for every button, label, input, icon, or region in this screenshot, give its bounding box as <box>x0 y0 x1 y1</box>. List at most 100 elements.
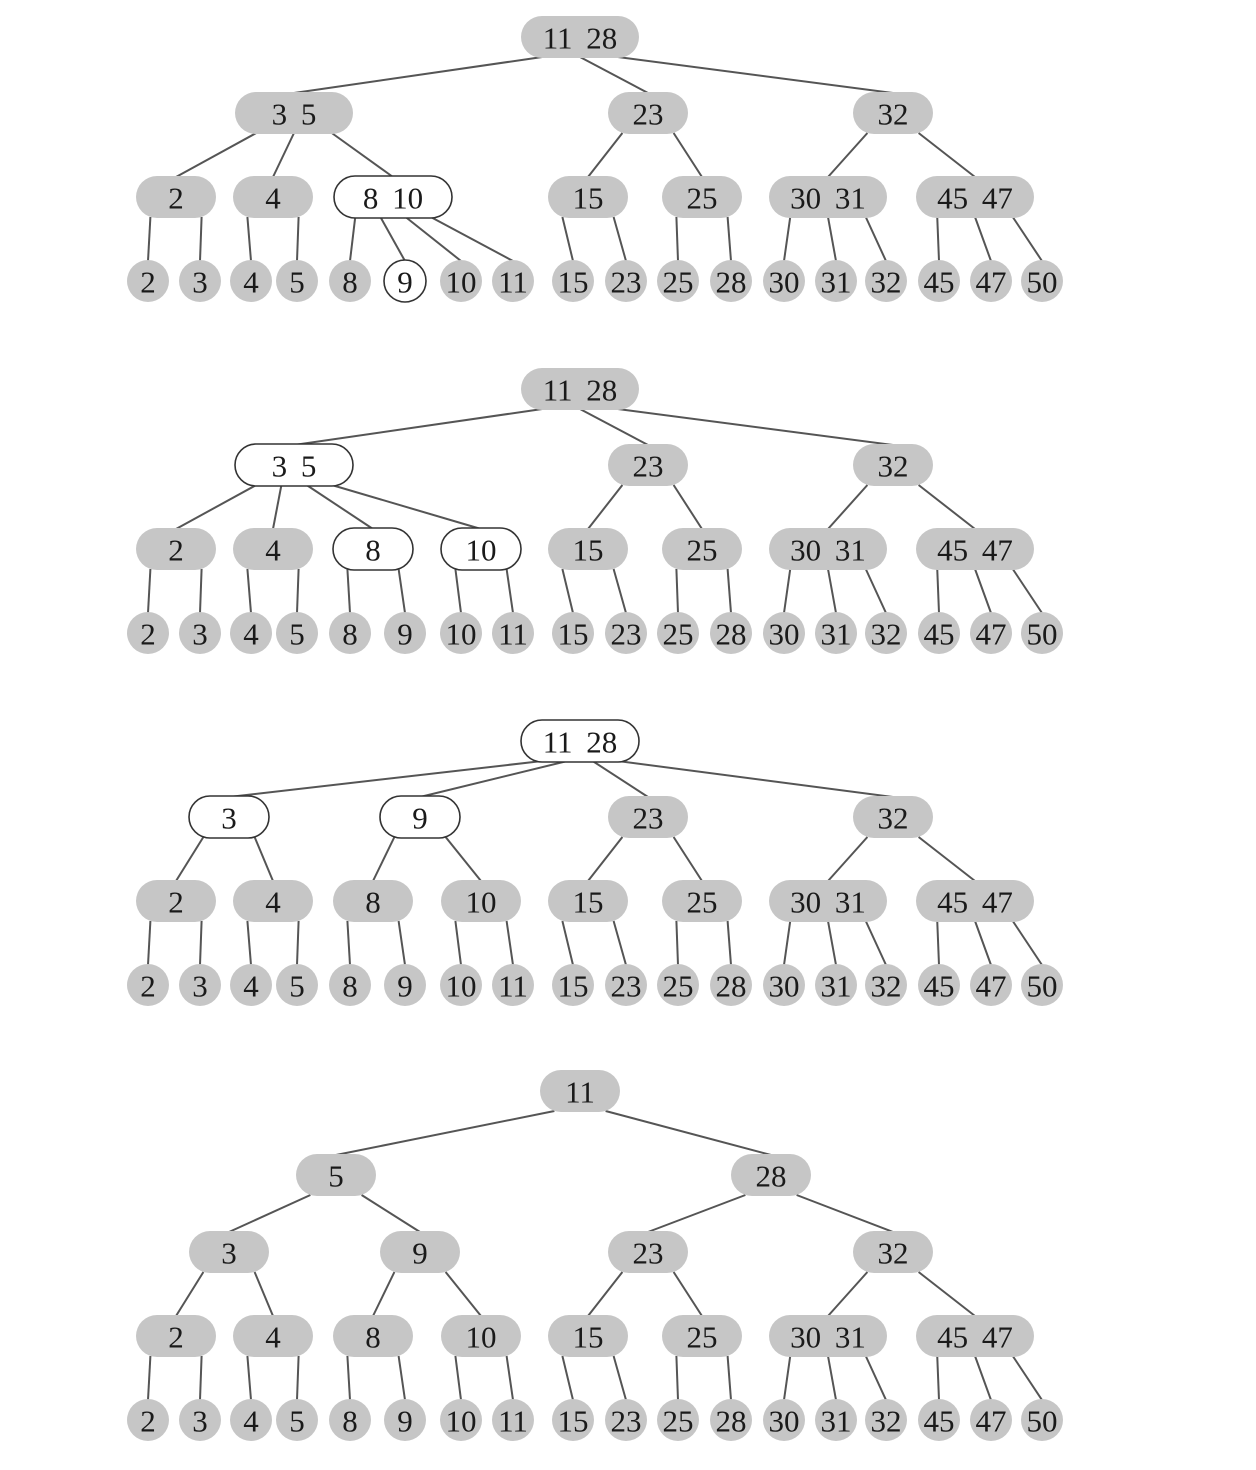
internal-node: 2 <box>136 880 216 922</box>
leaf-shape <box>552 1399 594 1441</box>
leaf-shape <box>440 260 482 302</box>
node-key-label: 4 <box>265 181 281 216</box>
edge-a4-l8 <box>505 1355 514 1401</box>
leaf-shape <box>918 260 960 302</box>
internal-node: 23 <box>608 1231 688 1273</box>
leaf-shape <box>552 612 594 654</box>
edge-c2-l17 <box>974 920 992 966</box>
node-key-label: 32 <box>871 617 902 652</box>
internal-node: 45 47 <box>916 1315 1034 1357</box>
node-key-label: 9 <box>397 969 413 1004</box>
edge-c-c1 <box>827 484 869 530</box>
edge-q-b <box>647 1194 746 1233</box>
leaf-node: 32 <box>865 612 907 654</box>
edge-a1-l2 <box>199 568 203 614</box>
node-shape <box>916 528 1034 570</box>
node-key-label: 9 <box>397 265 413 300</box>
node-shape <box>333 175 453 219</box>
node-shape <box>520 719 640 763</box>
edge-c1-l15 <box>864 568 887 614</box>
node-key-label: 5 <box>289 969 305 1004</box>
leaf-shape <box>865 612 907 654</box>
edge-b2-l12 <box>726 568 732 614</box>
node-shape <box>731 1154 811 1196</box>
leaf-node: 32 <box>865 964 907 1006</box>
internal-node: 30 31 <box>769 528 887 570</box>
node-key-label: 3 <box>221 801 237 836</box>
leaf-node: 3 <box>179 1399 221 1441</box>
node-shape <box>380 1231 460 1273</box>
leaf-shape <box>763 1399 805 1441</box>
leaf-shape <box>763 964 805 1006</box>
node-shape <box>296 1154 376 1196</box>
node-key-label: 5 <box>328 1159 344 1194</box>
leaf-node: 10 <box>440 964 482 1006</box>
leaf-shape <box>605 612 647 654</box>
node-shape <box>440 527 522 571</box>
node-key-label: 23 <box>611 969 642 1004</box>
edge-a3-l6 <box>379 216 406 262</box>
edge-c1-l15 <box>864 920 887 966</box>
edge-c2-l16 <box>936 1355 940 1401</box>
internal-node: 45 47 <box>916 528 1034 570</box>
node-shape <box>379 795 461 839</box>
leaf-node: 4 <box>230 964 272 1006</box>
edge-a3-l5 <box>346 568 351 614</box>
node-key-label: 5 <box>289 1404 305 1439</box>
leaf-node: 47 <box>970 1399 1012 1441</box>
node-key-label: 30 <box>769 617 800 652</box>
edge-b1-l10 <box>612 920 627 966</box>
node-shape <box>233 880 313 922</box>
edge-c1-l14 <box>827 920 837 966</box>
edge-c2-l18 <box>1011 216 1043 262</box>
edge-b1-l10 <box>612 568 627 614</box>
edge-b-b2 <box>672 1271 703 1317</box>
internal-node: 30 31 <box>769 880 887 922</box>
leaf-shape <box>179 964 221 1006</box>
internal-node: 25 <box>662 528 742 570</box>
leaf-shape <box>710 612 752 654</box>
leaf-shape <box>440 964 482 1006</box>
internal-node: 8 <box>333 880 413 922</box>
node-key-label: 28 <box>716 265 747 300</box>
edge-a1-l1 <box>147 1355 152 1401</box>
leaf-shape <box>492 260 534 302</box>
node-key-label: 15 <box>558 1404 589 1439</box>
leaf-node: 25 <box>657 260 699 302</box>
leaf-node: 15 <box>552 612 594 654</box>
edge-c1-l13 <box>783 1355 792 1401</box>
node-key-label: 2 <box>168 181 184 216</box>
edge-a1-l2 <box>199 920 203 966</box>
node-shape <box>548 880 628 922</box>
node-key-label: 11 28 <box>543 725 618 760</box>
edge-r-b <box>592 760 649 798</box>
edge-c-c2 <box>917 1271 976 1317</box>
node-key-label: 45 47 <box>937 1320 1013 1355</box>
leaf-shape <box>605 964 647 1006</box>
node-shape <box>235 92 353 134</box>
leaf-node: 50 <box>1021 612 1063 654</box>
leaf-node: 28 <box>710 1399 752 1441</box>
leaf-node: 9 <box>384 964 426 1006</box>
edge-c-c2 <box>917 836 976 882</box>
node-key-label: 3 <box>192 617 208 652</box>
edge-c2-l17 <box>974 568 992 614</box>
edge-a-a1 <box>175 836 205 882</box>
node-key-label: 25 <box>687 533 718 568</box>
node-shape <box>332 527 414 571</box>
leaf-shape <box>865 260 907 302</box>
node-key-label: 45 <box>924 1404 955 1439</box>
node-key-label: 25 <box>687 885 718 920</box>
edge-b1-l9 <box>561 920 574 966</box>
internal-node: 23 <box>608 444 688 486</box>
leaf-node: 23 <box>605 260 647 302</box>
node-key-label: 50 <box>1027 617 1058 652</box>
internal-node: 8 <box>333 1315 413 1357</box>
edge-c1-l13 <box>783 216 792 262</box>
edges <box>147 1110 1043 1401</box>
node-key-label: 31 <box>821 969 852 1004</box>
edge-a1-l2 <box>199 1355 203 1401</box>
